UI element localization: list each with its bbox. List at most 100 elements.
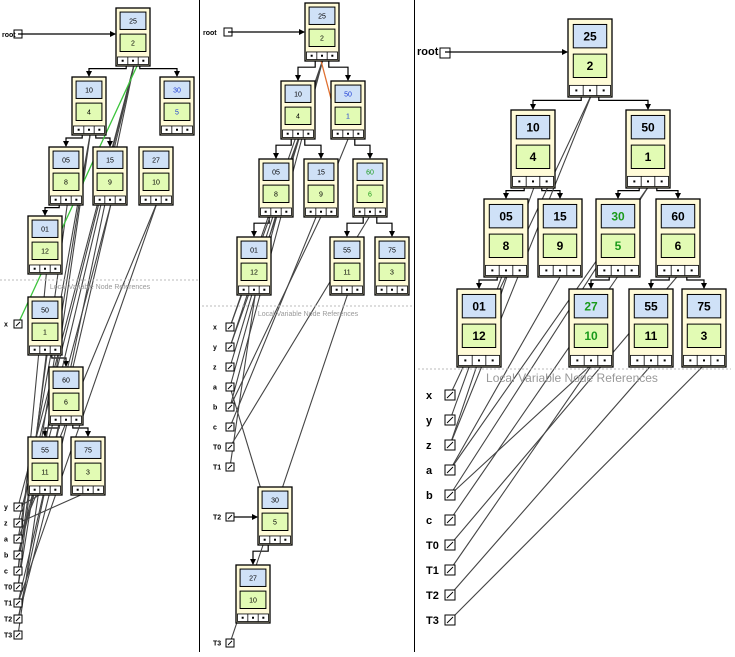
pointer-dot <box>119 198 122 201</box>
node-key: 30 <box>173 87 181 94</box>
variable-label: T0 <box>4 585 12 592</box>
pointer-dot <box>689 359 692 362</box>
pointer-dot <box>87 488 89 491</box>
pointer-dot <box>576 359 579 362</box>
node-value-box <box>572 53 608 78</box>
pointer-dot <box>75 198 78 201</box>
variable-label: T2 <box>4 617 12 624</box>
root-pointer-box <box>439 47 451 59</box>
node-key: 50 <box>344 91 352 98</box>
pointer-dot <box>44 267 46 270</box>
node-key-box <box>572 23 608 49</box>
node-key-box <box>31 219 59 238</box>
pointer-dot <box>518 269 521 272</box>
tree-node: 252 <box>304 2 340 62</box>
variable-reference <box>229 212 324 408</box>
variable-reference-lines <box>229 56 373 644</box>
node-value-box <box>163 102 191 121</box>
node-key: 60 <box>62 377 70 384</box>
variable-ref-y: y <box>4 502 23 512</box>
node-value-box <box>488 233 524 259</box>
node-key: 05 <box>272 169 280 176</box>
node-value-box <box>31 322 59 342</box>
node-value-box <box>542 233 578 259</box>
pointer-dot <box>331 54 334 57</box>
variable-ref-b: b <box>4 550 23 560</box>
variable-label: c <box>213 425 217 432</box>
variable-reference <box>229 290 257 468</box>
node-value: 9 <box>108 179 112 186</box>
variable-label: x <box>213 325 217 332</box>
node-key: 30 <box>271 497 279 504</box>
pointer-dot <box>633 180 636 183</box>
variable-label: T2 <box>426 590 439 602</box>
pointer-dot <box>132 59 134 62</box>
variable-ref-t3: T3 <box>213 638 235 648</box>
node-key-box <box>240 240 268 259</box>
node-value: 5 <box>273 519 277 526</box>
node-value-box <box>142 172 170 192</box>
variable-label: y <box>426 415 433 427</box>
node-key: 27 <box>152 157 160 164</box>
node-key: 25 <box>583 29 597 43</box>
tree-node: 159 <box>537 198 583 278</box>
pointer-dot <box>677 269 679 272</box>
node-key-box <box>307 162 335 181</box>
node-key: 15 <box>317 169 325 176</box>
node-key: 27 <box>249 575 257 582</box>
tree-edge <box>295 58 316 81</box>
tree-node: 252 <box>115 7 151 67</box>
pointer-dot <box>309 210 312 213</box>
pointer-dot <box>54 198 57 201</box>
node-value-box <box>334 106 362 125</box>
node-value-box <box>262 184 290 204</box>
pointer-dot <box>617 269 619 272</box>
node-value-box <box>573 323 609 349</box>
node-value: 2 <box>131 40 135 47</box>
node-value-box <box>333 262 361 282</box>
node-key-box <box>378 240 406 259</box>
pointer-dot <box>391 288 393 291</box>
pointer-dot <box>572 269 575 272</box>
pointer-dot <box>242 288 245 291</box>
pointer-dot <box>636 359 639 362</box>
node-value-box <box>31 462 59 482</box>
variable-ref-t1: T1 <box>213 462 235 472</box>
pointer-dot <box>346 288 348 291</box>
node-key-box <box>52 370 80 389</box>
node-value-box <box>52 172 80 192</box>
pointer-dot <box>478 359 480 362</box>
node-value: 2 <box>587 59 594 73</box>
variable-label: c <box>4 569 8 576</box>
node-value-box <box>239 590 267 609</box>
variable-reference <box>449 362 594 571</box>
tree-edge <box>304 136 324 159</box>
variable-label: a <box>213 385 217 392</box>
tree-edge <box>344 214 364 237</box>
variable-label: T0 <box>426 540 439 552</box>
pointer-dot <box>603 359 606 362</box>
pointer-dot <box>285 210 288 213</box>
pointer-dot <box>253 288 255 291</box>
tree-node: 30 5 <box>257 486 293 546</box>
node-value-box <box>240 262 268 282</box>
pointer-dot <box>545 269 548 272</box>
node-key-box <box>75 80 103 99</box>
pointer-dot <box>330 210 333 213</box>
pointer-dot <box>44 348 46 351</box>
pointer-dot <box>335 288 338 291</box>
node-value: 10 <box>249 597 257 604</box>
variable-label: z <box>213 365 217 372</box>
node-value: 12 <box>250 269 258 276</box>
pointer-dot <box>54 348 57 351</box>
pointer-dot <box>505 269 507 272</box>
node-key: 60 <box>671 209 685 223</box>
node-value: 12 <box>41 248 49 255</box>
tree-node: 058 <box>48 146 84 206</box>
